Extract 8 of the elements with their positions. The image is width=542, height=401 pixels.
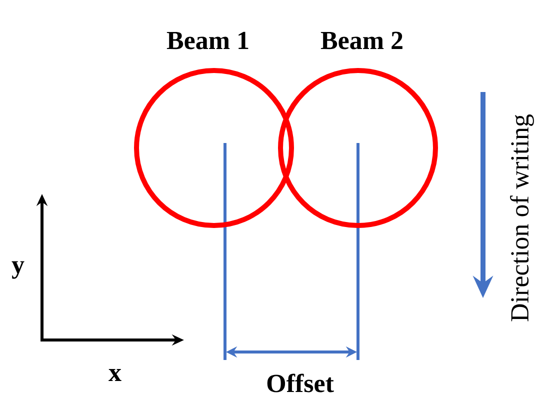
beam-label: Beam 1 bbox=[166, 32, 248, 50]
beam-label: Beam 2 bbox=[320, 32, 402, 50]
axis-label: y bbox=[12, 261, 24, 279]
dimension-label: Offset bbox=[267, 374, 334, 392]
direction-label: Direction of writing bbox=[510, 114, 534, 322]
beam-circle bbox=[134, 68, 294, 228]
axis-label: x bbox=[108, 369, 122, 381]
beam-circle bbox=[278, 68, 438, 228]
